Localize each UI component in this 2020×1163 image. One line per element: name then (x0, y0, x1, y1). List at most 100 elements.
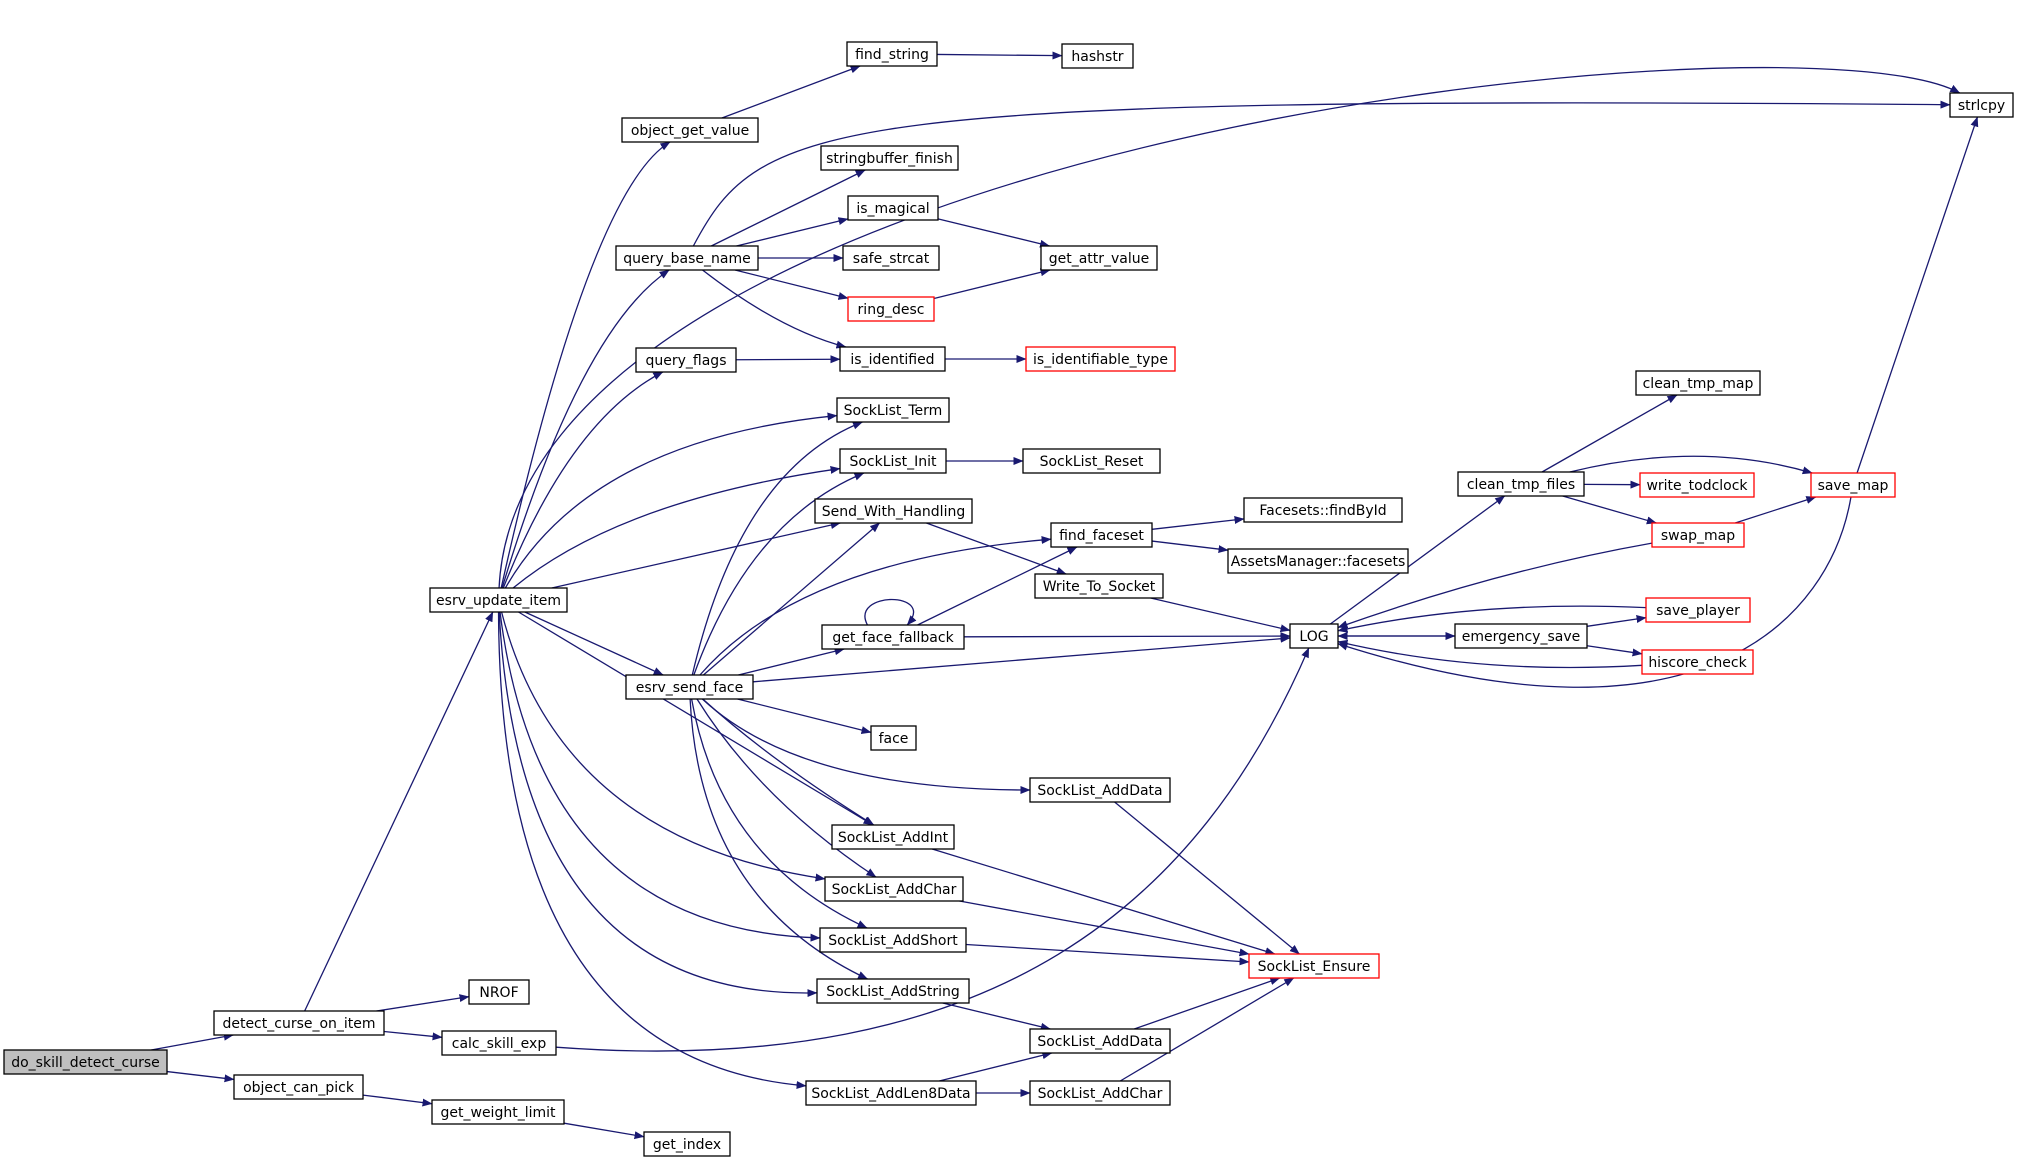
node-label: find_string (855, 47, 929, 63)
node-label: is_identified (850, 352, 934, 368)
node-box (1949, 92, 2014, 118)
node-box (839, 448, 947, 474)
node-label: calc_skill_exp (452, 1036, 547, 1052)
edge-LOG-to-clean_tmp_files (1329, 495, 1506, 625)
node-object-can-pick[interactable]: object_can_pick (233, 1074, 364, 1100)
node-write-todclock[interactable]: write_todclock (1639, 472, 1755, 498)
node-do-skill-detect-curse[interactable]: do_skill_detect_curse (3, 1049, 168, 1075)
edge-esrv_send_face-to-SockList_AddData_top (701, 698, 1031, 794)
node-socklist-addint[interactable]: SockList_AddInt (831, 824, 955, 850)
edge-esrv_update_item-to-SockList_AddString (498, 611, 818, 998)
node-socklist-addshort[interactable]: SockList_AddShort (819, 927, 967, 953)
edge-do_skill_detect_curse-to-object_can_pick (166, 1070, 235, 1083)
node-clean-tmp-files[interactable]: clean_tmp_files (1457, 471, 1585, 497)
node-log[interactable]: LOG (1289, 623, 1339, 649)
node-get-face-fallback[interactable]: get_face_fallback (821, 624, 965, 650)
node-socklist-ensure[interactable]: SockList_Ensure (1248, 953, 1380, 979)
node-label: emergency_save (1462, 629, 1581, 645)
node-label: object_get_value (631, 123, 749, 139)
node-emergency-save[interactable]: emergency_save (1454, 623, 1588, 649)
node-clean-tmp-map[interactable]: clean_tmp_map (1635, 370, 1761, 396)
node-label: SockList_AddShort (828, 933, 958, 949)
node-strlcpy[interactable]: strlcpy (1949, 92, 2014, 118)
node-query-flags[interactable]: query_flags (635, 347, 737, 373)
node-box (625, 674, 754, 700)
node-is-magical[interactable]: is_magical (847, 195, 939, 221)
edge-object_get_value-to-find_string (721, 65, 861, 119)
node-label: strlcpy (1958, 98, 2005, 114)
edge-get_face_fallback-to-LOG (963, 632, 1291, 641)
node-label: write_todclock (1646, 478, 1748, 494)
node-box (839, 346, 946, 372)
node-label: do_skill_detect_curse (11, 1055, 160, 1071)
node-save-map[interactable]: save_map (1810, 472, 1896, 498)
node-box (814, 498, 973, 524)
node-label: safe_strcat (853, 251, 930, 267)
node-get-weight-limit[interactable]: get_weight_limit (431, 1099, 565, 1125)
node-detect-curse-on-item[interactable]: detect_curse_on_item (213, 1010, 385, 1036)
node-box (870, 725, 917, 751)
edge-query_flags-to-is_identified (735, 355, 841, 364)
edge-esrv_update_item-to-SockList_Init (512, 465, 841, 589)
node-socklist-term[interactable]: SockList_Term (836, 397, 950, 423)
edge-detect_curse_on_item-to-esrv_update_item (304, 611, 494, 1012)
node-box (842, 245, 940, 271)
node-label: query_flags (646, 353, 727, 369)
node-calc-skill-exp[interactable]: calc_skill_exp (441, 1030, 557, 1056)
node-socklist-addlen8data[interactable]: SockList_AddLen8Data (805, 1080, 977, 1106)
node-assetsmanager-facesets[interactable]: AssetsManager::facesets (1227, 548, 1409, 574)
edge-query_base_name-to-ring_desc (734, 269, 849, 300)
node-box (1243, 497, 1403, 523)
node-socklist-reset[interactable]: SockList_Reset (1022, 448, 1161, 474)
node-box (831, 824, 955, 850)
node-socklist-adddata-top[interactable]: SockList_AddData (1029, 777, 1171, 803)
node-socklist-adddata-bottom[interactable]: SockList_AddData (1029, 1028, 1171, 1054)
node-hiscore-check[interactable]: hiscore_check (1641, 649, 1754, 675)
node-socklist-addchar-top[interactable]: SockList_AddChar (824, 876, 964, 902)
node-write-to-socket[interactable]: Write_To_Socket (1034, 573, 1164, 599)
edge-esrv_update_item-to-object_get_value (500, 141, 671, 589)
node-save-player[interactable]: save_player (1645, 597, 1751, 623)
node-stringbuffer-finish[interactable]: stringbuffer_finish (820, 145, 959, 171)
node-find-string[interactable]: find_string (846, 41, 938, 67)
node-safe-strcat[interactable]: safe_strcat (842, 245, 940, 271)
node-label: stringbuffer_finish (826, 151, 953, 167)
node-ring-desc[interactable]: ring_desc (847, 296, 935, 322)
node-box (1289, 623, 1339, 649)
node-object-get-value[interactable]: object_get_value (621, 117, 759, 143)
edge-hiscore_check-to-LOG (1337, 639, 1643, 669)
node-esrv-send-face[interactable]: esrv_send_face (625, 674, 754, 700)
node-send-with-handling[interactable]: Send_With_Handling (814, 498, 973, 524)
node-facesets-findbyid[interactable]: Facesets::findById (1243, 497, 1403, 523)
node-hashstr[interactable]: hashstr (1061, 43, 1134, 69)
node-label: get_index (653, 1137, 721, 1153)
node-face[interactable]: face (870, 725, 917, 751)
node-socklist-addchar-bottom[interactable]: SockList_AddChar (1029, 1080, 1171, 1106)
node-label: get_weight_limit (441, 1105, 556, 1121)
node-is-identifiable-type[interactable]: is_identifiable_type (1025, 346, 1176, 372)
node-label: SockList_Term (844, 403, 943, 419)
node-find-faceset[interactable]: find_faceset (1050, 522, 1153, 548)
node-socklist-addstring[interactable]: SockList_AddString (816, 978, 970, 1004)
node-is-identified[interactable]: is_identified (839, 346, 946, 372)
node-swap-map[interactable]: swap_map (1651, 522, 1745, 548)
node-get-attr-value[interactable]: get_attr_value (1040, 245, 1158, 271)
edge-Write_To_Socket-to-LOG (1150, 597, 1291, 633)
node-socklist-init[interactable]: SockList_Init (839, 448, 947, 474)
node-box (431, 1099, 565, 1125)
node-get-index[interactable]: get_index (643, 1131, 731, 1157)
node-box (824, 876, 964, 902)
node-label: NROF (479, 985, 518, 1001)
edge-query_base_name-to-is_identified (702, 269, 847, 349)
node-label: hiscore_check (1648, 655, 1747, 671)
node-esrv-update-item[interactable]: esrv_update_item (429, 587, 568, 613)
node-box (429, 587, 568, 613)
node-nrof[interactable]: NROF (468, 979, 530, 1005)
node-box (805, 1080, 977, 1106)
edge-save_map-to-LOG (1337, 496, 1852, 688)
nodes-layer: do_skill_detect_curse detect_curse_on_ite… (3, 41, 2014, 1157)
node-box (1635, 370, 1761, 396)
edge-swap_map-to-save_map (1735, 496, 1817, 524)
node-query-base-name[interactable]: query_base_name (615, 245, 759, 271)
